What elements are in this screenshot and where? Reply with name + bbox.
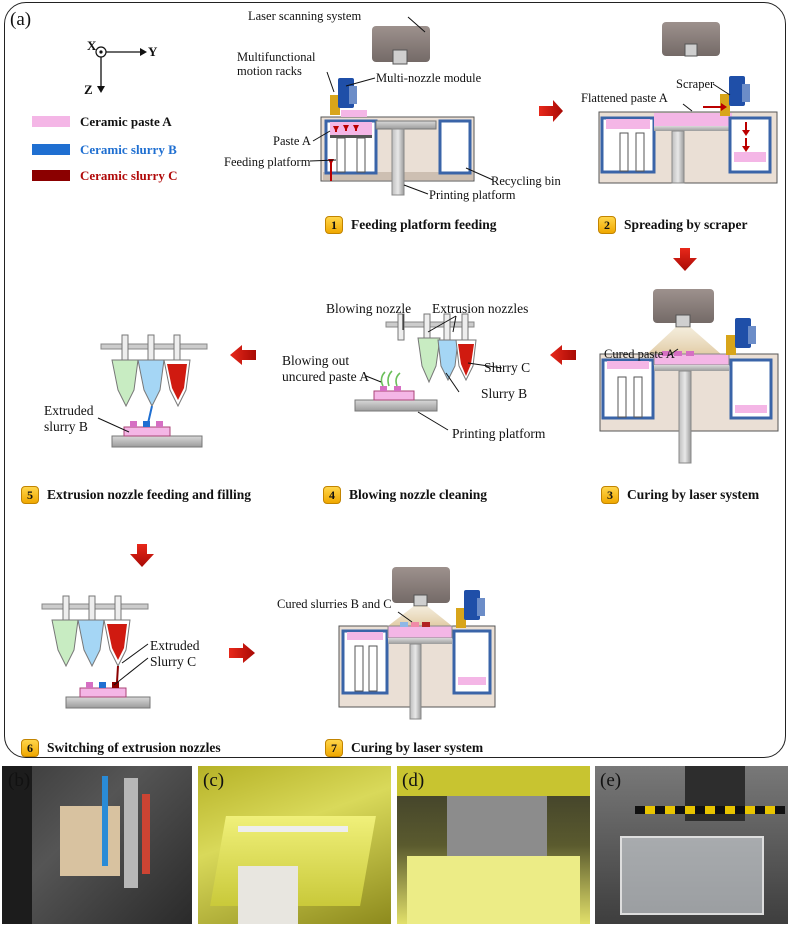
step1-machine bbox=[320, 26, 475, 196]
step-4-badge: 4 bbox=[323, 486, 341, 504]
step-5-caption: 5 Extrusion nozzle feeding and filling bbox=[21, 486, 251, 504]
label-blowing-out: Blowing out uncured paste A bbox=[282, 353, 369, 384]
legend-label-paste-a: Ceramic paste A bbox=[80, 114, 172, 129]
step-7-caption: 7 Curing by laser system bbox=[325, 739, 483, 757]
flow-arrow-3-4 bbox=[550, 345, 576, 365]
panel-label-c: (c) bbox=[203, 770, 225, 791]
panel-label-b: (b) bbox=[8, 770, 31, 791]
label-paste-a: Paste A bbox=[273, 134, 311, 148]
label-slurry-c: Slurry C bbox=[484, 360, 531, 375]
legend-swatch-slurry-b bbox=[32, 144, 70, 155]
label-recycling-bin: Recycling bin bbox=[491, 174, 561, 188]
label-cured-paste-a: Cured paste A bbox=[604, 347, 675, 361]
photo-d-printing-area bbox=[397, 766, 590, 924]
step7-machine bbox=[338, 567, 496, 720]
step-5-badge: 5 bbox=[21, 486, 39, 504]
axis-x-label: X bbox=[87, 38, 97, 53]
legend-label-slurry-b: Ceramic slurry B bbox=[80, 142, 177, 157]
label-multi-nozzle-module: Multi-nozzle module bbox=[376, 71, 482, 85]
step-7-label: Curing by laser system bbox=[351, 740, 484, 755]
panel-a-frame bbox=[4, 2, 786, 758]
label-extruded-slurry-b: Extruded slurry B bbox=[44, 403, 94, 434]
step-4-caption: 4 Blowing nozzle cleaning bbox=[323, 486, 487, 504]
label-motion-racks: Multifunctional motion racks bbox=[237, 50, 316, 79]
flow-arrow-1-2 bbox=[539, 100, 563, 122]
photo-c-feeding-platform bbox=[198, 766, 391, 924]
legend-swatch-slurry-c bbox=[32, 170, 70, 181]
label-feeding-platform: Feeding platform bbox=[224, 155, 311, 169]
label-flattened-paste-a: Flattened paste A bbox=[581, 91, 668, 105]
photo-e-recycling-bin bbox=[595, 766, 788, 924]
leader-lines bbox=[97, 16, 731, 686]
step2-machine bbox=[598, 22, 778, 184]
label-printing-platform: Printing platform bbox=[429, 188, 516, 202]
label-extrusion-nozzles: Extrusion nozzles bbox=[432, 301, 529, 316]
step-2-caption: 2 Spreading by scraper bbox=[598, 216, 748, 234]
label-cured-slurries: Cured slurries B and C bbox=[277, 597, 392, 611]
step5-nozzles bbox=[100, 334, 208, 448]
step4-nozzles bbox=[354, 313, 477, 412]
panel-label-d: (d) bbox=[402, 770, 425, 791]
step-1-badge: 1 bbox=[325, 216, 343, 234]
label-laser-scanning-system: Laser scanning system bbox=[248, 9, 362, 23]
label-blowing-nozzle: Blowing nozzle bbox=[326, 301, 412, 316]
flow-arrow-6-7 bbox=[229, 643, 255, 663]
panel-label-e: (e) bbox=[600, 770, 622, 791]
step-2-badge: 2 bbox=[598, 216, 616, 234]
step-7-badge: 7 bbox=[325, 739, 343, 757]
step-1-caption: 1 Feeding platform feeding bbox=[325, 216, 496, 234]
step-3-label: Curing by laser system bbox=[627, 487, 760, 502]
step-6-badge: 6 bbox=[21, 739, 39, 757]
panel-label-a: (a) bbox=[10, 9, 32, 30]
step-3-caption: 3 Curing by laser system bbox=[601, 486, 759, 504]
step-3-badge: 3 bbox=[601, 486, 619, 504]
flow-arrow-2-3 bbox=[673, 248, 697, 271]
photo-b-nozzle-module bbox=[2, 766, 192, 924]
legend-label-slurry-c: Ceramic slurry C bbox=[80, 168, 178, 183]
axis-z-label: Z bbox=[84, 82, 93, 97]
step-4-label: Blowing nozzle cleaning bbox=[349, 487, 487, 502]
step3-machine bbox=[599, 289, 779, 464]
label-scraper: Scraper bbox=[676, 77, 715, 91]
step-6-label: Switching of extrusion nozzles bbox=[47, 740, 221, 755]
label-extruded-slurry-c: Extruded Slurry C bbox=[150, 638, 200, 669]
step-5-label: Extrusion nozzle feeding and filling bbox=[47, 487, 252, 502]
step6-nozzles bbox=[41, 595, 151, 709]
step-6-caption: 6 Switching of extrusion nozzles bbox=[21, 739, 221, 757]
axis-y-label: Y bbox=[148, 44, 158, 59]
axis-icon bbox=[95, 46, 147, 93]
step-1-label: Feeding platform feeding bbox=[351, 217, 497, 232]
label-printing-platform-2: Printing platform bbox=[452, 426, 546, 441]
flow-arrow-5-6 bbox=[130, 544, 154, 567]
legend-swatch-paste-a bbox=[32, 116, 70, 127]
flow-arrow-4-5 bbox=[230, 345, 256, 365]
label-slurry-b: Slurry B bbox=[481, 386, 528, 401]
step-2-label: Spreading by scraper bbox=[624, 217, 748, 232]
